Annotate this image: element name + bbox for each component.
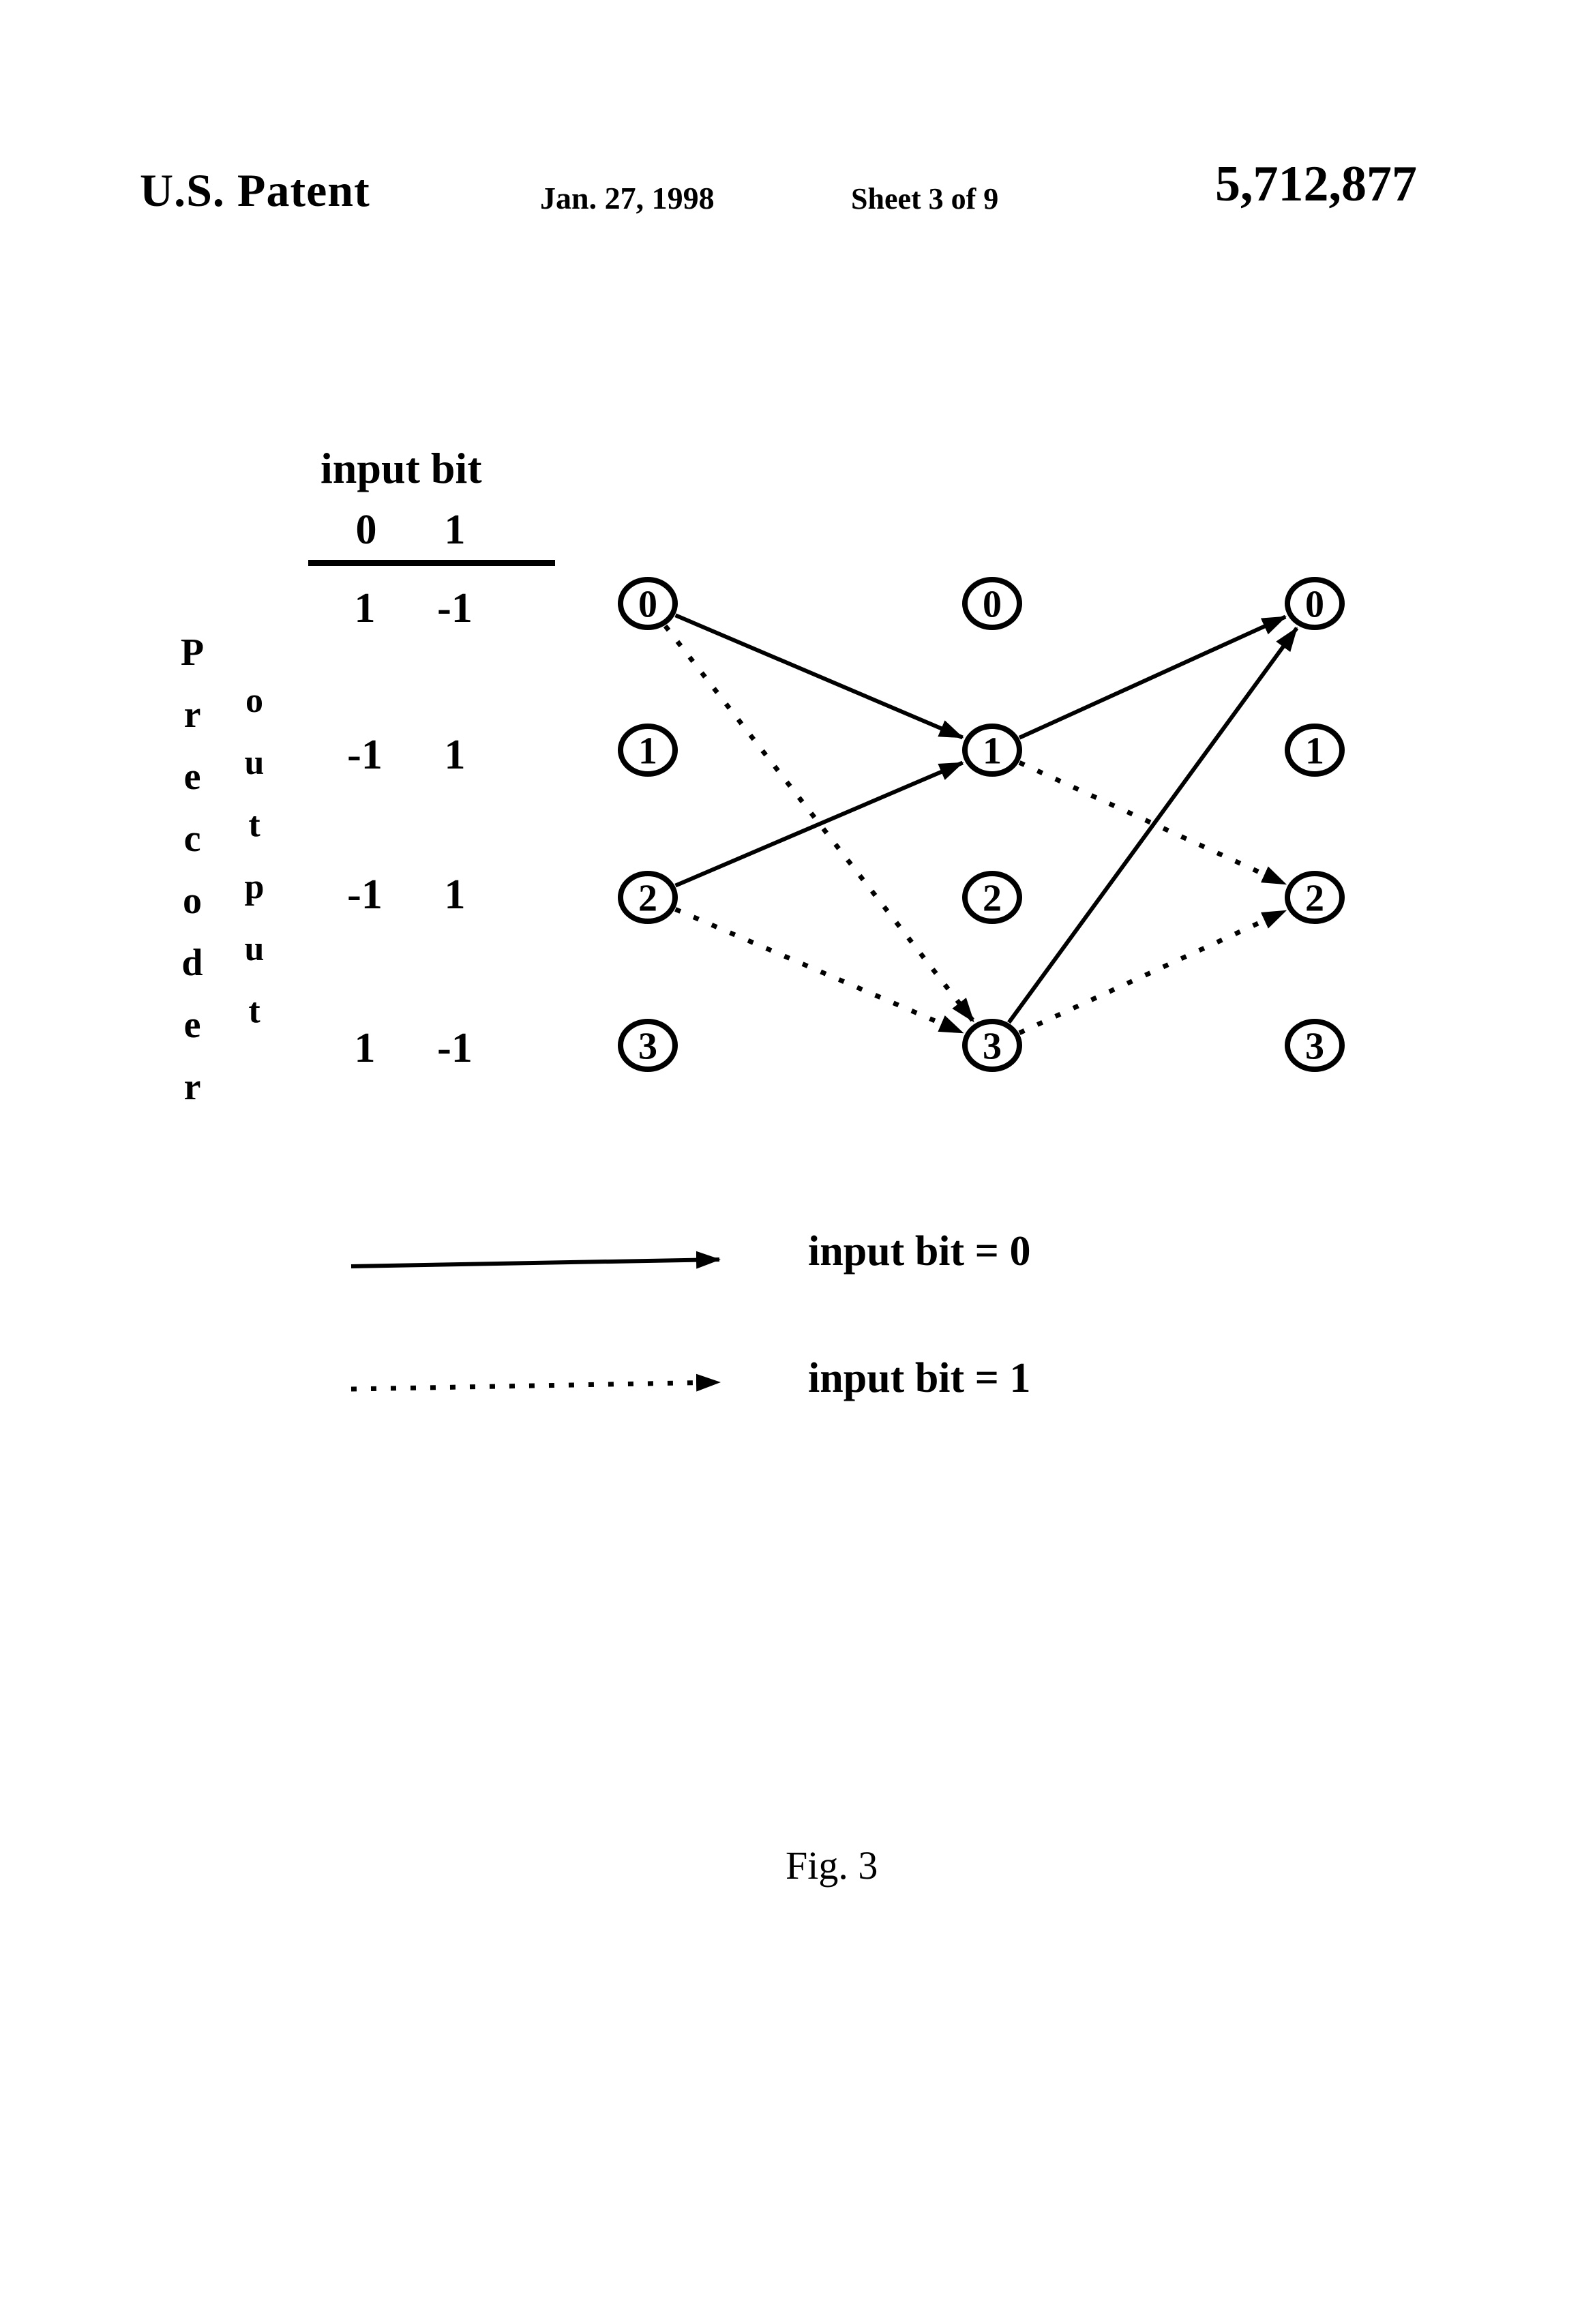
trellis-edge-input-bit-0 [674, 613, 964, 740]
input-bit-col-header-1: 1 [444, 507, 466, 553]
legend-label-input-bit-0: input bit = 0 [808, 1228, 1031, 1275]
trellis-node-stage2-state0: 0 [1285, 577, 1345, 630]
vertical-letter: o [183, 880, 202, 922]
input-bit-col-header-0: 0 [355, 507, 377, 553]
legend-label-input-bit-1: input bit = 1 [808, 1355, 1031, 1401]
state-number: 1 [1305, 730, 1324, 773]
trellis-node-stage0-state0: 0 [618, 577, 678, 630]
vertical-letter: r [183, 1066, 201, 1108]
patent-header-sheet: Sheet 3 of 9 [851, 182, 999, 215]
state-number: 3 [638, 1026, 657, 1068]
table-cell-row3-col1: -1 [437, 1025, 473, 1071]
trellis-node-stage0-state1: 1 [618, 724, 678, 777]
trellis-node-stage1-state1: 1 [962, 724, 1022, 777]
state-number: 3 [983, 1026, 1002, 1068]
trellis-edge-input-bit-1 [663, 624, 976, 1023]
vertical-letter: t [248, 805, 260, 844]
state-circle [618, 871, 678, 924]
vertical-letter: e [183, 756, 201, 798]
trellis-node-stage2-state1: 1 [1285, 724, 1345, 777]
trellis-node-stage0-state3: 3 [618, 1019, 678, 1072]
table-cell-row1-col1: 1 [444, 732, 466, 778]
state-circle [618, 724, 678, 777]
legend-arrow-dotted [350, 1373, 721, 1392]
table-cell-row1-col0: -1 [347, 732, 383, 778]
state-number: 1 [638, 730, 657, 773]
state-circle [1285, 1019, 1345, 1072]
trellis-edge-input-bit-0 [1018, 614, 1287, 740]
table-cell-row0-col1: -1 [437, 585, 473, 631]
vertical-letter: p [244, 867, 265, 906]
vertical-letter: e [183, 1004, 201, 1046]
state-number: 3 [1305, 1026, 1324, 1068]
vertical-letter: o [245, 681, 263, 720]
figure-caption: Fig. 3 [786, 1843, 878, 1888]
state-circle [962, 1019, 1022, 1072]
table-cell-row2-col0: -1 [347, 872, 383, 918]
state-number: 2 [638, 878, 657, 920]
state-number: 2 [1305, 878, 1324, 920]
vertical-letter: t [248, 992, 260, 1030]
trellis-edge-input-bit-0 [674, 760, 964, 888]
trellis-edge-input-bit-1 [1018, 908, 1287, 1035]
table-cell-row0-col0: 1 [354, 585, 376, 631]
state-number: 0 [983, 584, 1002, 626]
vertical-letter: r [183, 694, 201, 736]
table-cell-row2-col1: 1 [444, 872, 466, 918]
trellis-node-stage1-state2: 2 [962, 871, 1022, 924]
patent-header-date: Jan. 27, 1998 [540, 181, 715, 215]
trellis-node-stage2-state3: 3 [1285, 1019, 1345, 1072]
state-circle [1285, 577, 1345, 630]
state-circle [618, 577, 678, 630]
trellis-node-stage1-state3: 3 [962, 1019, 1022, 1072]
state-circle [1285, 724, 1345, 777]
trellis-node-stage2-state2: 2 [1285, 871, 1345, 924]
state-circle [962, 724, 1022, 777]
state-number: 2 [983, 878, 1002, 920]
patent-header-number: 5,712,877 [1215, 156, 1417, 212]
vertical-letter: u [244, 929, 265, 968]
vertical-letter: d [181, 942, 203, 984]
table-cell-row3-col0: 1 [354, 1025, 376, 1071]
trellis-edge-input-bit-0 [1007, 627, 1299, 1024]
trellis-node-stage1-state0: 0 [962, 577, 1022, 630]
state-number: 1 [983, 730, 1002, 773]
state-circle [1285, 871, 1345, 924]
state-circle [618, 1019, 678, 1072]
patent-header-title: U.S. Patent [140, 164, 370, 216]
trellis-node-stage0-state2: 2 [618, 871, 678, 924]
table-header-rule [308, 560, 555, 566]
state-circle [962, 577, 1022, 630]
state-circle [962, 871, 1022, 924]
trellis-edge-input-bit-1 [674, 907, 964, 1035]
vertical-letter: P [180, 631, 205, 674]
state-number: 0 [638, 584, 657, 626]
input-bit-table-title: input bit [320, 444, 482, 492]
vertical-letter: u [244, 743, 265, 782]
state-number: 0 [1305, 584, 1324, 626]
legend-arrow-solid [350, 1251, 721, 1269]
vertical-letter: c [183, 818, 201, 860]
